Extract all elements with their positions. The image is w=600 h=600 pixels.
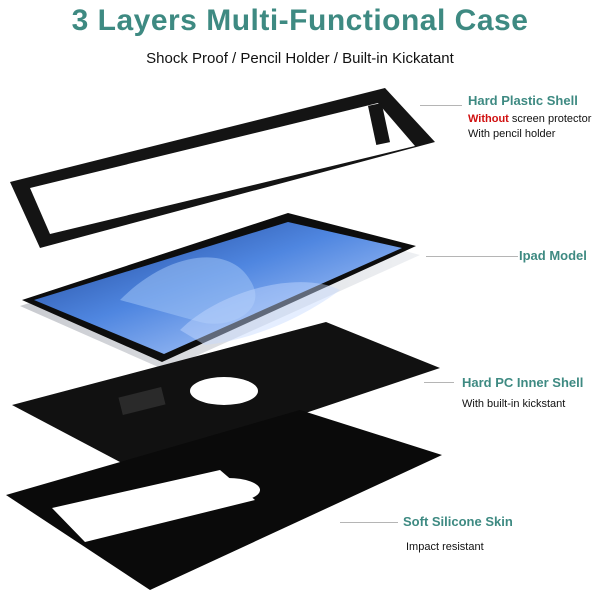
pencil-holder-detail (367, 102, 391, 146)
desc-soft-silicone-skin: Impact resistant (406, 541, 484, 553)
desc-hard-plastic-shell: Without screen protector With pencil hol… (468, 112, 591, 142)
hard-plastic-shell-image (10, 88, 435, 248)
leader-line-2 (426, 256, 518, 257)
leader-line-4 (340, 522, 398, 523)
desc-line-2: With pencil holder (468, 128, 556, 140)
label-hard-pc-inner-shell: Hard PC Inner Shell (462, 375, 584, 390)
page-title: 3 Layers Multi-Functional Case (71, 4, 529, 37)
leader-line-1 (420, 105, 462, 106)
desc-line-1: screen protector (508, 113, 592, 125)
desc-warning-word: Without (468, 113, 509, 125)
desc-hard-pc-inner-shell: With built-in kickstant (462, 398, 566, 410)
label-ipad-model: Ipad Model (519, 248, 587, 263)
page-subtitle: Shock Proof / Pencil Holder / Built-in K… (146, 50, 454, 67)
label-soft-silicone-skin: Soft Silicone Skin (403, 514, 513, 529)
leader-line-3 (424, 382, 454, 383)
label-hard-plastic-shell: Hard Plastic Shell (468, 93, 578, 108)
ipad-model-image (20, 213, 420, 370)
soft-silicone-skin-image (6, 410, 442, 590)
camera-cutout (190, 377, 258, 405)
hard-pc-inner-shell-image (12, 322, 440, 470)
kickstand-icon (118, 386, 166, 416)
